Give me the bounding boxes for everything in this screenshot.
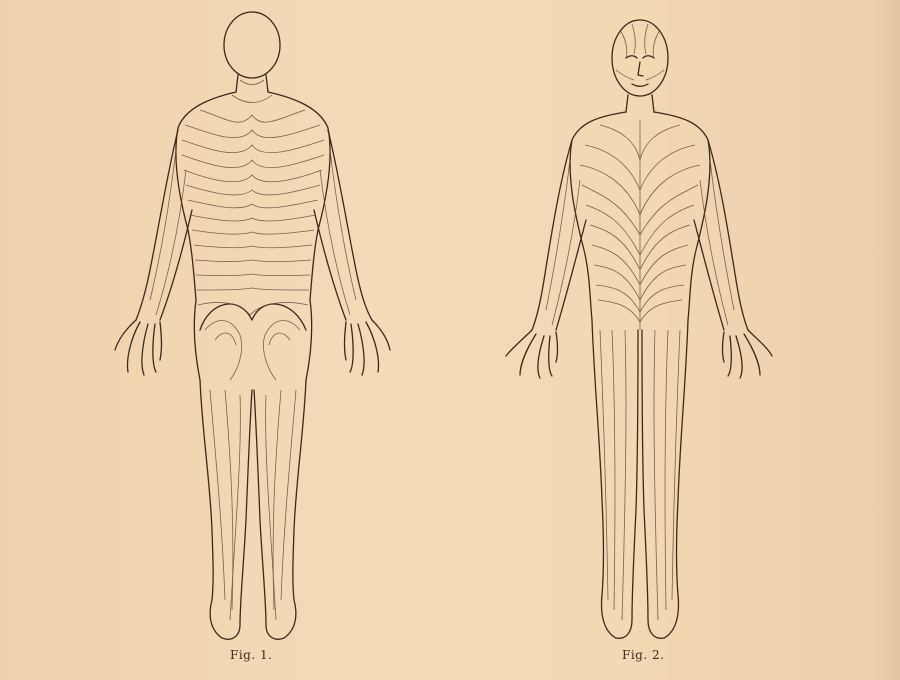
fig1-right-arm-outer (327, 129, 373, 321)
fig2-dermatome-lines (545, 23, 735, 621)
fig2-eyes (625, 55, 655, 59)
fig2-mouth (631, 83, 649, 87)
fig1-left-arm-outer (135, 129, 179, 321)
fig1-left-leg (199, 379, 253, 640)
fig2-left-hand (505, 329, 559, 379)
figure-2-caption: Fig. 2. (622, 648, 665, 662)
fig2-torso-left (569, 111, 627, 321)
fig1-head (223, 11, 281, 79)
fig1-right-arm-inner (313, 209, 347, 321)
fig1-torso-right (267, 91, 331, 381)
fig1-torso-left (175, 91, 237, 381)
fig1-dermatome-lines (149, 79, 357, 621)
fig1-left-hand (114, 319, 163, 376)
fig1-left-arm-inner (159, 209, 193, 321)
fig2-left-arm-outer (531, 139, 573, 331)
figure-1-caption: Fig. 1. (230, 648, 273, 662)
fig2-left-leg (591, 319, 639, 639)
fig2-neck (625, 94, 655, 113)
fig2-right-hand (721, 329, 773, 379)
fig2-head (611, 19, 669, 97)
fig2-right-arm-outer (707, 139, 749, 331)
fig2-nose (637, 61, 644, 77)
fig2-right-leg (641, 319, 689, 639)
fig1-right-hand (343, 319, 391, 376)
fig1-neck (235, 74, 269, 93)
fig2-torso-right (653, 111, 711, 321)
fig1-right-leg (253, 379, 307, 640)
fig1-gluteal-line (199, 303, 307, 331)
fig2-right-arm-inner (693, 219, 725, 331)
fig2-left-arm-inner (555, 219, 587, 331)
page-edge-shadow (876, 0, 900, 680)
